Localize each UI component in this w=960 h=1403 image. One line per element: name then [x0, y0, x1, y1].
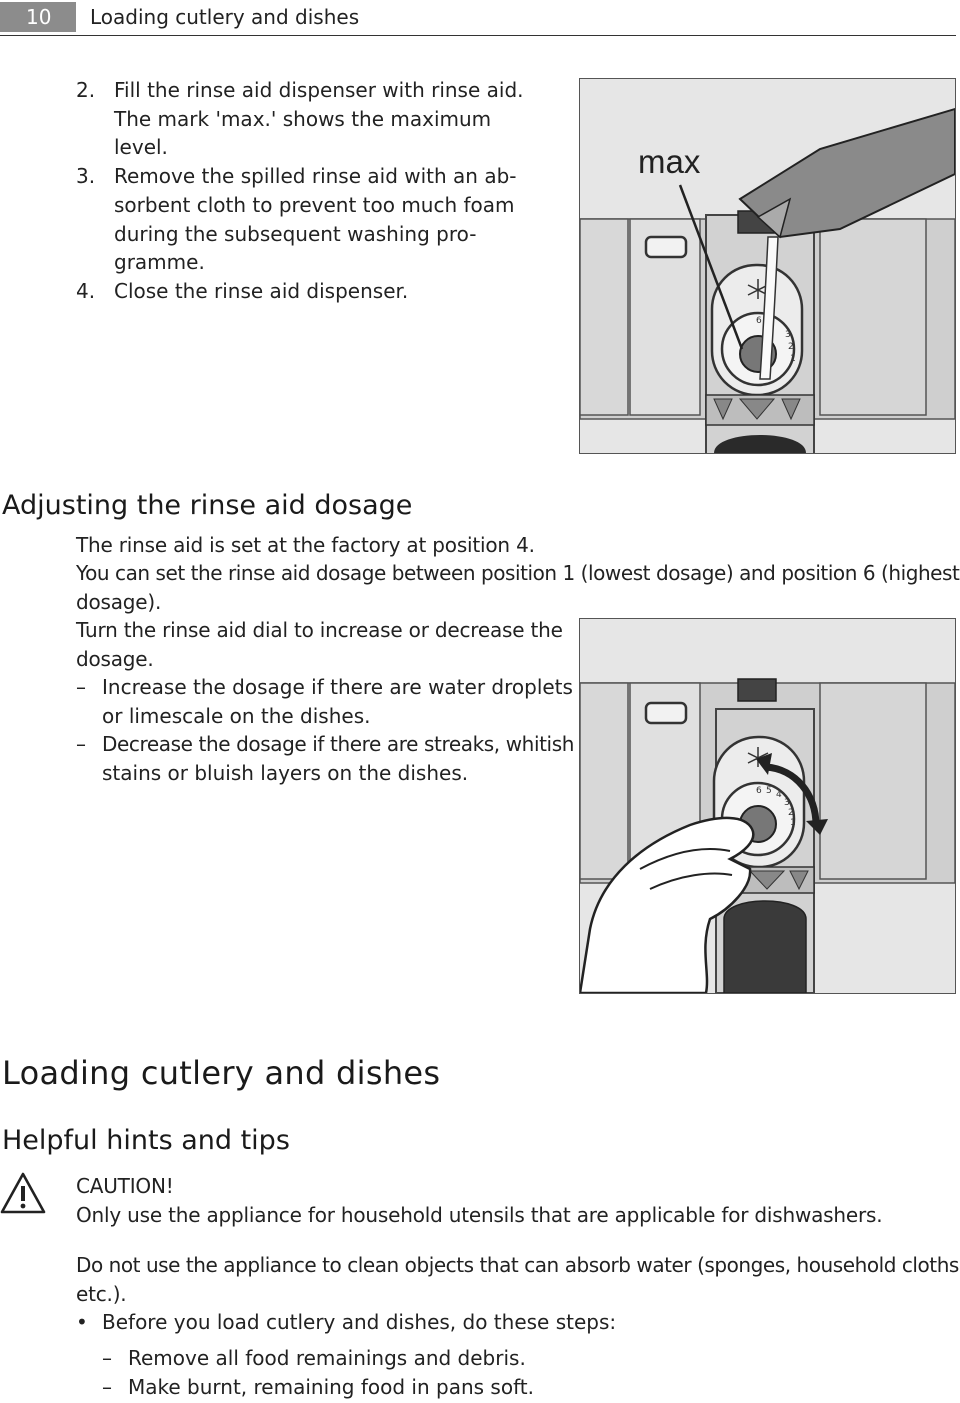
loading-paragraph-line: Do not use the appliance to clean object…: [76, 1253, 960, 1277]
step-3: 3. Remove the spilled rinse aid with an …: [76, 162, 536, 277]
dial-number: 6: [756, 786, 762, 796]
dosage-paragraph-2-line: You can set the rinse aid dosage between…: [76, 561, 960, 585]
rinse-aid-fill-illustration: 6 3 2 1 max: [579, 78, 956, 454]
page-header: 10 Loading cutlery and dishes: [0, 0, 956, 36]
section-heading: Loading cutlery and dishes: [2, 1054, 441, 1092]
loading-paragraph: Do not use the appliance to clean object…: [76, 1251, 960, 1308]
dial-illustration-svg: 6 5 4 3 2 1: [580, 619, 955, 993]
dial-number: 1: [790, 354, 796, 364]
dash-mark: –: [76, 675, 86, 699]
step-number: 2.: [76, 78, 96, 102]
dosage-heading: Adjusting the rinse aid dosage: [2, 490, 413, 521]
step-line: The mark 'max.' shows the maximum level.: [114, 106, 492, 160]
dosage-item-increase: – Increase the dosage if there are water…: [76, 673, 573, 730]
step-number: 3.: [76, 164, 96, 189]
sub-item: – Make burnt, remaining food in pans sof…: [102, 1373, 534, 1402]
step-line: Close the rinse aid dispenser.: [114, 278, 409, 303]
dial-number: 2: [788, 342, 794, 352]
step-2: 2. Fill the rinse aid dispenser with rin…: [76, 76, 536, 162]
dosage-paragraph-1: The rinse aid is set at the factory at p…: [76, 533, 535, 557]
dash-mark: –: [102, 1375, 112, 1399]
max-label: max: [638, 143, 701, 180]
subsection-heading: Helpful hints and tips: [2, 1125, 290, 1156]
step-number: 4.: [76, 278, 96, 303]
warning-icon: [0, 1172, 46, 1214]
rinse-aid-dial-illustration: 6 5 4 3 2 1: [579, 618, 956, 994]
sub-item-text: Make burnt, remaining food in pans soft.: [128, 1375, 534, 1399]
dial-number: 5: [766, 786, 772, 796]
bullet-mark: •: [76, 1310, 88, 1334]
dial-number: 2: [788, 808, 794, 818]
step-line: Remove the spilled rinse aid with an ab-: [114, 164, 517, 189]
step-line: Fill the rinse aid dispenser with rinse …: [114, 78, 524, 102]
loading-paragraph-line: etc.).: [76, 1281, 127, 1306]
dial-number: 3: [785, 330, 791, 340]
bullet-text: Before you load cutlery and dishes, do t…: [102, 1310, 617, 1334]
bullet-item: • Before you load cutlery and dishes, do…: [76, 1308, 616, 1337]
dosage-item-line: stains or bluish layers on the dishes.: [102, 760, 469, 785]
fill-illustration-svg: 6 3 2 1 max: [580, 79, 955, 453]
dosage-item-decrease: – Decrease the dosage if there are strea…: [76, 730, 574, 787]
caution-title: CAUTION!: [76, 1174, 174, 1198]
dial-number: 1: [790, 818, 796, 828]
sub-item-text: Remove all food remainings and debris.: [128, 1346, 526, 1370]
step-4: 4. Close the rinse aid dispenser.: [76, 277, 536, 306]
dash-mark: –: [102, 1346, 112, 1370]
dash-mark: –: [76, 732, 86, 756]
step-line: gramme.: [114, 250, 205, 275]
dosage-item-line: or limescale on the dishes.: [102, 703, 371, 728]
dial-number: 6: [756, 316, 762, 326]
caution-text: Only use the appliance for household ute…: [76, 1203, 883, 1227]
page-number: 10: [0, 2, 76, 32]
dosage-paragraph-2: You can set the rinse aid dosage between…: [76, 559, 960, 616]
dosage-paragraph-3-line: Turn the rinse aid dial to increase or d…: [76, 618, 563, 642]
dosage-item-line: Increase the dosage if there are water d…: [102, 675, 573, 699]
dosage-paragraph-3: Turn the rinse aid dial to increase or d…: [76, 616, 563, 673]
dosage-paragraph-3-line: dosage.: [76, 646, 154, 671]
dial-number: 3: [784, 798, 790, 808]
dosage-item-line: Decrease the dosage if there are streaks…: [102, 732, 575, 756]
header-title: Loading cutlery and dishes: [90, 5, 360, 29]
sub-item: – Remove all food remainings and debris.: [102, 1344, 526, 1373]
step-line: sorbent cloth to prevent too much foam: [114, 192, 515, 217]
step-line: during the subsequent washing pro-: [114, 221, 477, 246]
dial-number: 4: [776, 790, 782, 800]
dosage-paragraph-2-line: dosage).: [76, 589, 162, 614]
steps-list: 2. Fill the rinse aid dispenser with rin…: [76, 76, 536, 306]
